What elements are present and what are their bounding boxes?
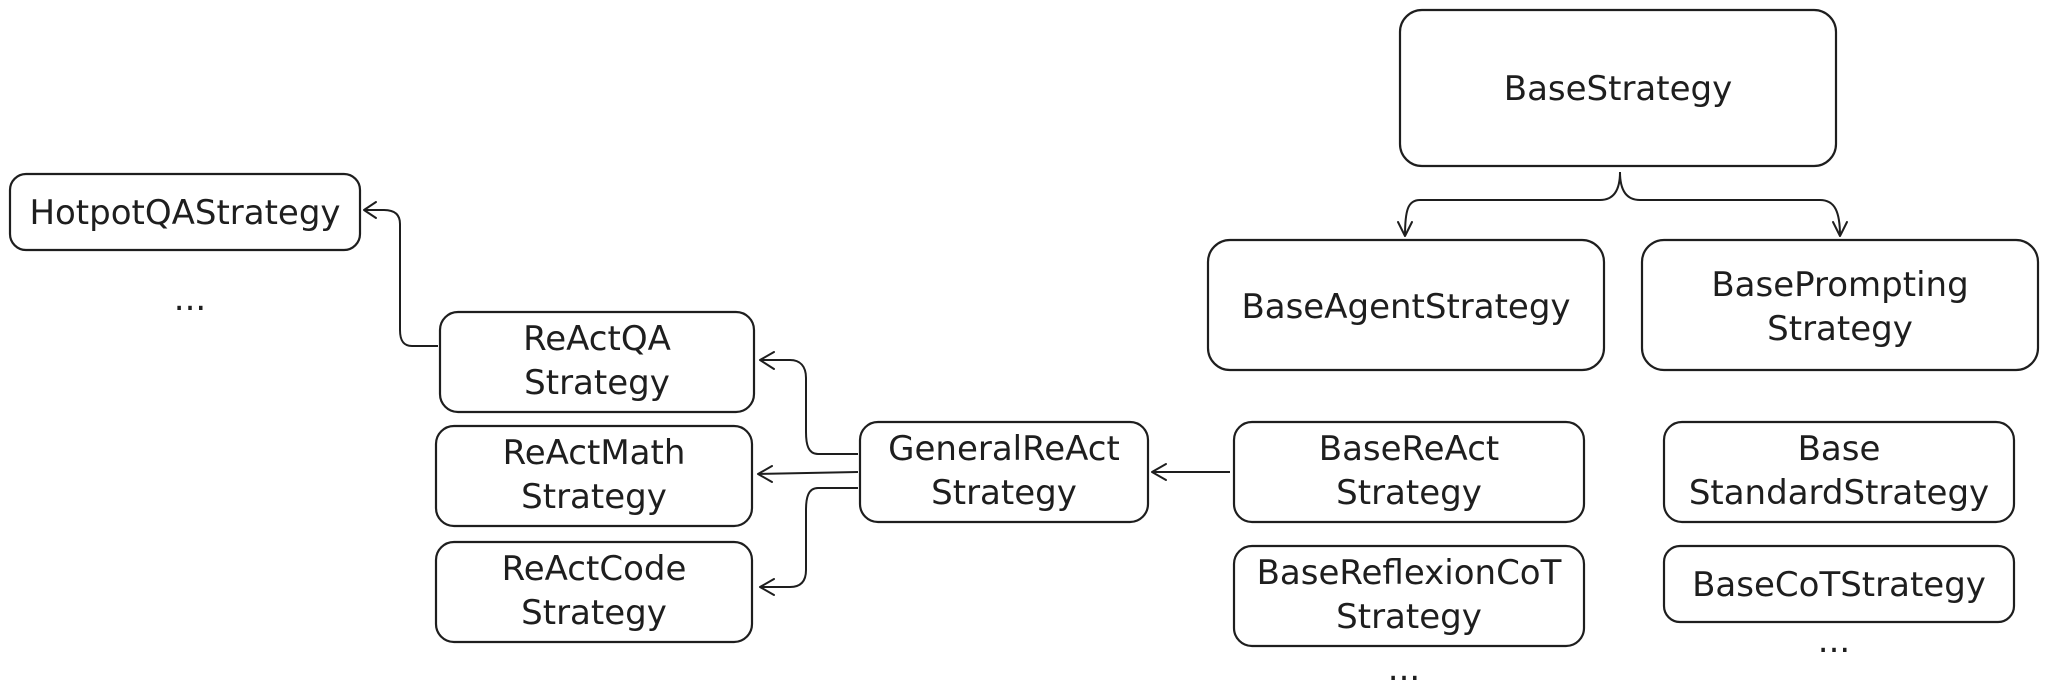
node-label-line1: BaseStrategy xyxy=(1504,69,1732,109)
node-label-line2: Strategy xyxy=(1767,309,1913,349)
edge-base-to-agent xyxy=(1404,171,1621,237)
arrowhead-reactcode xyxy=(759,578,775,596)
node-box xyxy=(1662,420,2016,524)
node-label-line1: ReActMath xyxy=(503,433,686,473)
edge-generalreact-to-reactmath xyxy=(757,471,859,475)
edge-reactqa-to-hotpotqa xyxy=(364,209,438,347)
node-react-qa-strategy: ReActQA Strategy xyxy=(438,310,756,414)
node-box xyxy=(434,540,754,644)
node-react-math-strategy: ReActMath Strategy xyxy=(434,424,754,528)
node-label-line2: Strategy xyxy=(1336,473,1482,513)
node-box xyxy=(1232,544,1586,648)
node-label-line1: ReActCode xyxy=(502,549,687,589)
node-label-line1: BaseReAct xyxy=(1319,429,1500,469)
ellipsis-prompting-children: ... xyxy=(1818,621,1850,661)
node-base-reflexion-cot-strategy: BaseReflexionCoT Strategy xyxy=(1232,544,1586,648)
node-label-line2: StandardStrategy xyxy=(1689,473,1989,513)
node-label-line2: Strategy xyxy=(521,593,667,633)
edge-generalreact-to-reactcode xyxy=(760,487,858,588)
node-hotpotqa-strategy: HotpotQAStrategy xyxy=(8,172,362,252)
arrowhead-base-prompting xyxy=(1832,221,1848,237)
arrowhead-reactqa xyxy=(759,351,775,370)
node-box xyxy=(1398,8,1838,168)
node-base-agent-strategy: BaseAgentStrategy xyxy=(1206,238,1606,372)
node-label-line1: BasePrompting xyxy=(1711,265,1968,305)
node-label-line2: Strategy xyxy=(1336,597,1482,637)
node-label-line1: ReActQA xyxy=(523,319,671,359)
node-base-strategy: BaseStrategy xyxy=(1398,8,1838,168)
node-general-react-strategy: GeneralReAct Strategy xyxy=(858,420,1150,524)
connectors xyxy=(363,171,1848,596)
ellipsis-agent-children: ... xyxy=(1388,649,1420,689)
edge-generalreact-to-reactqa xyxy=(760,359,858,455)
node-base-prompting-strategy: BasePrompting Strategy xyxy=(1640,238,2040,372)
node-label-line2: Strategy xyxy=(931,473,1077,513)
arrowhead-base-agent xyxy=(1397,221,1413,237)
node-box xyxy=(8,172,362,252)
arrowhead-generalreact xyxy=(1151,463,1167,481)
node-label-line1: BaseReflexionCoT xyxy=(1257,553,1562,593)
ellipsis-hotpotqa-siblings: ... xyxy=(174,279,206,319)
node-label-line2: Strategy xyxy=(521,477,667,517)
node-box xyxy=(858,420,1150,524)
node-box xyxy=(1232,420,1586,524)
node-label-line1: Base xyxy=(1798,429,1881,469)
node-label-line1: HotpotQAStrategy xyxy=(29,193,340,233)
node-base-cot-strategy: BaseCoTStrategy xyxy=(1662,544,2016,624)
node-box xyxy=(1640,238,2040,372)
node-box xyxy=(1662,544,2016,624)
arrowhead-reactmath xyxy=(757,465,773,483)
edge-base-to-prompting xyxy=(1619,171,1841,237)
node-box xyxy=(434,424,754,528)
node-box xyxy=(438,310,756,414)
node-label-line1: BaseCoTStrategy xyxy=(1692,565,1986,605)
node-base-standard-strategy: Base StandardStrategy xyxy=(1662,420,2016,524)
node-label-line1: GeneralReAct xyxy=(888,429,1120,469)
node-base-react-strategy: BaseReAct Strategy xyxy=(1232,420,1586,524)
node-react-code-strategy: ReActCode Strategy xyxy=(434,540,754,644)
arrowhead-hotpotqa xyxy=(363,201,377,219)
node-label-line1: BaseAgentStrategy xyxy=(1241,287,1570,327)
node-box xyxy=(1206,238,1606,372)
node-label-line2: Strategy xyxy=(524,363,670,403)
